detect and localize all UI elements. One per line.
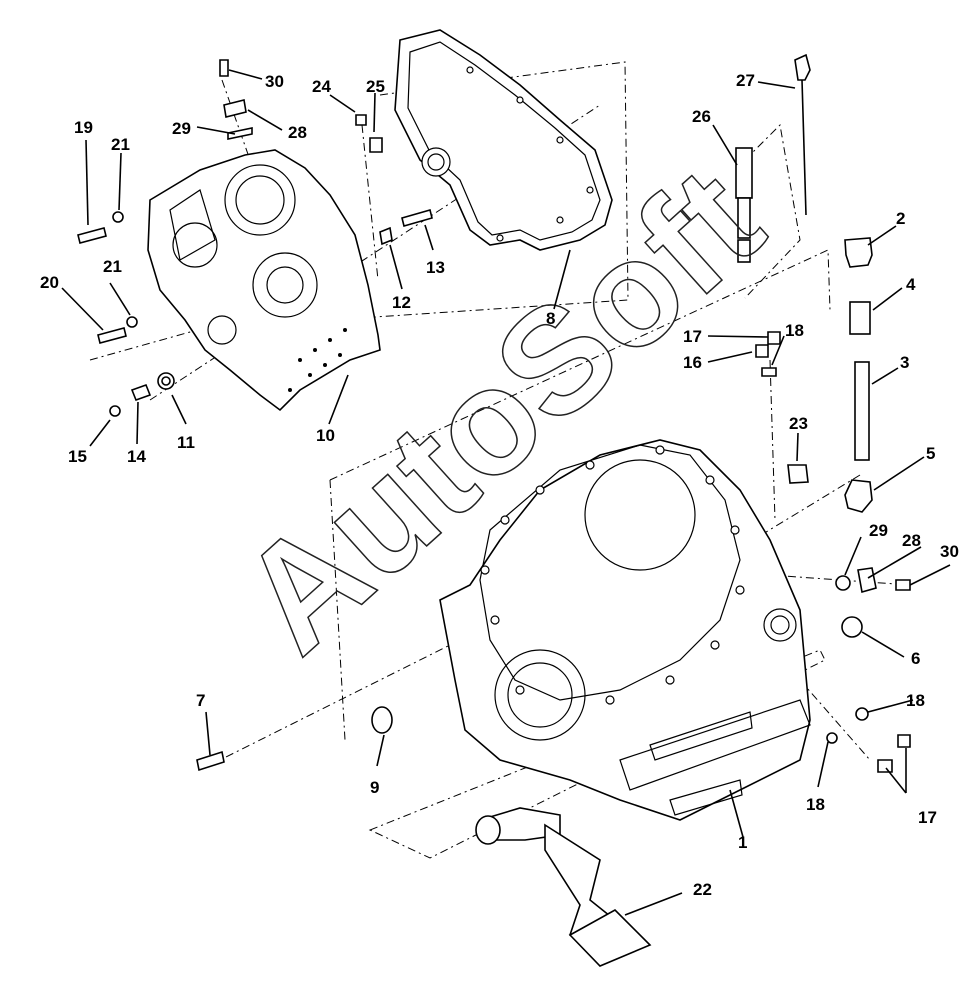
callout-23: 23 bbox=[789, 414, 808, 433]
callout-25: 25 bbox=[366, 77, 385, 96]
callout-28-upper: 28 bbox=[288, 123, 307, 142]
callout-26: 26 bbox=[692, 107, 711, 126]
callout-10: 10 bbox=[316, 426, 335, 445]
callout-4: 4 bbox=[906, 275, 916, 294]
callout-27: 27 bbox=[736, 71, 755, 90]
small-parts bbox=[77, 53, 911, 967]
callout-21-lower: 21 bbox=[103, 257, 122, 276]
callout-16: 16 bbox=[683, 353, 702, 372]
callout-17-lower: 17 bbox=[918, 808, 937, 827]
callout-22: 22 bbox=[693, 880, 712, 899]
callout-2: 2 bbox=[896, 209, 905, 228]
callout-8: 8 bbox=[546, 309, 555, 328]
callout-12: 12 bbox=[392, 293, 411, 312]
callout-numbers: 1 2 3 4 5 6 7 8 9 10 11 12 13 14 15 16 1… bbox=[40, 71, 959, 899]
callout-17-upper: 17 bbox=[683, 327, 702, 346]
callout-11: 11 bbox=[177, 433, 195, 452]
callout-9: 9 bbox=[370, 778, 379, 797]
callout-21-upper: 21 bbox=[111, 135, 130, 154]
gasket-part bbox=[394, 29, 613, 251]
callout-3: 3 bbox=[900, 353, 909, 372]
callout-29-right: 29 bbox=[869, 521, 888, 540]
callout-5: 5 bbox=[926, 444, 935, 463]
leader-lines bbox=[61, 69, 951, 916]
callout-18-lower: 18 bbox=[806, 795, 825, 814]
callout-24: 24 bbox=[312, 77, 331, 96]
callout-7: 7 bbox=[196, 691, 205, 710]
callout-19: 19 bbox=[74, 118, 93, 137]
transmission-housing bbox=[439, 439, 811, 821]
callout-13: 13 bbox=[426, 258, 445, 277]
callout-18-right: 18 bbox=[906, 691, 925, 710]
callout-18-upper: 18 bbox=[785, 321, 804, 340]
callout-30-right: 30 bbox=[940, 542, 959, 561]
callout-30-upper: 30 bbox=[265, 72, 284, 91]
callout-29-upper: 29 bbox=[172, 119, 191, 138]
callout-28-right: 28 bbox=[902, 531, 921, 550]
front-cover-plate bbox=[147, 149, 381, 412]
callout-1: 1 bbox=[738, 833, 747, 852]
callout-15: 15 bbox=[68, 447, 87, 466]
callout-14: 14 bbox=[127, 447, 146, 466]
callout-6: 6 bbox=[911, 649, 920, 668]
callout-20: 20 bbox=[40, 273, 59, 292]
